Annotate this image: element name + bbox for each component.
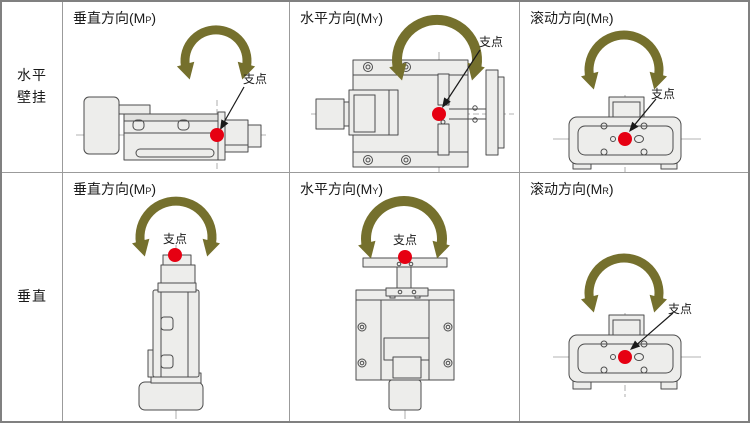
rotation-arrow-icon	[131, 196, 221, 257]
title-text: )	[151, 10, 157, 26]
end-view-drawing	[553, 253, 701, 397]
rotation-arrow-icon	[358, 195, 450, 259]
row-label-line: 垂直	[17, 288, 47, 305]
fulcrum-label: 支点	[479, 35, 504, 49]
title-text: )	[608, 10, 614, 26]
cell-title: 垂直方向(MP)	[73, 179, 156, 199]
fulcrum-label: 支点	[393, 233, 418, 247]
fulcrum-label: 支点	[243, 72, 268, 86]
fulcrum-point	[618, 350, 632, 364]
fulcrum-point	[398, 250, 412, 264]
fulcrum-pointer-line	[629, 98, 657, 132]
row-label-line: 水平	[17, 67, 47, 84]
fulcrum-point	[432, 107, 446, 121]
vertical-side-view-drawing	[131, 196, 221, 419]
title-subscript: Y	[372, 15, 379, 25]
rotation-arrow-icon	[176, 25, 256, 80]
title-text: 滚动方向(M	[530, 181, 603, 197]
cell-title: 水平方向(MY)	[300, 8, 383, 28]
cell-title: 滚动方向(MR)	[530, 179, 614, 199]
fulcrum-point	[210, 128, 224, 142]
actuator-vertical-front-view	[355, 257, 455, 411]
fulcrum-label: 支点	[651, 87, 676, 101]
side-view-drawing	[76, 25, 266, 172]
title-subscript: R	[602, 186, 609, 196]
top-view-drawing	[311, 14, 514, 172]
cell-wall-horizontal-my: 水平方向(MY) 支点	[289, 2, 519, 173]
title-text: 水平方向(M	[300, 181, 373, 197]
actuator-side-view	[83, 96, 262, 161]
end-view-drawing	[553, 30, 701, 172]
fulcrum-label: 支点	[163, 232, 188, 246]
fulcrum-pointer-line	[630, 312, 674, 350]
title-text: )	[378, 10, 384, 26]
fulcrum-label: 支点	[668, 302, 693, 316]
row-label-horizontal-wall-mount: 水平 壁挂	[2, 2, 62, 173]
fulcrum-point	[168, 248, 182, 262]
row-label-vertical-mount: 垂直	[2, 173, 62, 421]
cell-wall-rolling-mr: 滚动方向(MR) 支点	[519, 2, 748, 173]
title-text: )	[151, 181, 157, 197]
cell-vertical-rolling-mr: 滚动方向(MR) 支点	[519, 173, 748, 421]
fulcrum-pointer-line	[442, 49, 481, 108]
title-text: 垂直方向(M	[73, 181, 146, 197]
actuator-top-view	[315, 59, 505, 168]
cell-title: 垂直方向(MP)	[73, 8, 156, 28]
fulcrum-point	[618, 132, 632, 146]
cell-vertical-horizontal-my: 水平方向(MY) 支点	[289, 173, 519, 421]
title-text: )	[378, 181, 384, 197]
rotation-arrow-icon	[389, 14, 485, 81]
title-text: )	[608, 181, 614, 197]
rotation-arrow-icon	[580, 253, 668, 313]
fulcrum-pointer-line	[220, 86, 245, 130]
title-subscript: P	[145, 186, 152, 196]
cell-title: 水平方向(MY)	[300, 179, 383, 199]
title-text: 水平方向(M	[300, 10, 373, 26]
vertical-front-view-drawing	[355, 195, 455, 419]
cell-title: 滚动方向(MR)	[530, 8, 614, 28]
cell-vertical-vertical-mp: 垂直方向(MP) 支点	[62, 173, 289, 421]
title-subscript: Y	[372, 186, 379, 196]
actuator-vertical-side-view	[138, 254, 204, 411]
title-text: 垂直方向(M	[73, 10, 146, 26]
cell-wall-vertical-mp: 垂直方向(MP) 支点	[62, 2, 289, 173]
rotation-arrow-icon	[580, 30, 668, 90]
title-text: 滚动方向(M	[530, 10, 603, 26]
title-subscript: P	[145, 15, 152, 25]
title-subscript: R	[602, 15, 609, 25]
row-label-line: 壁挂	[17, 89, 47, 105]
